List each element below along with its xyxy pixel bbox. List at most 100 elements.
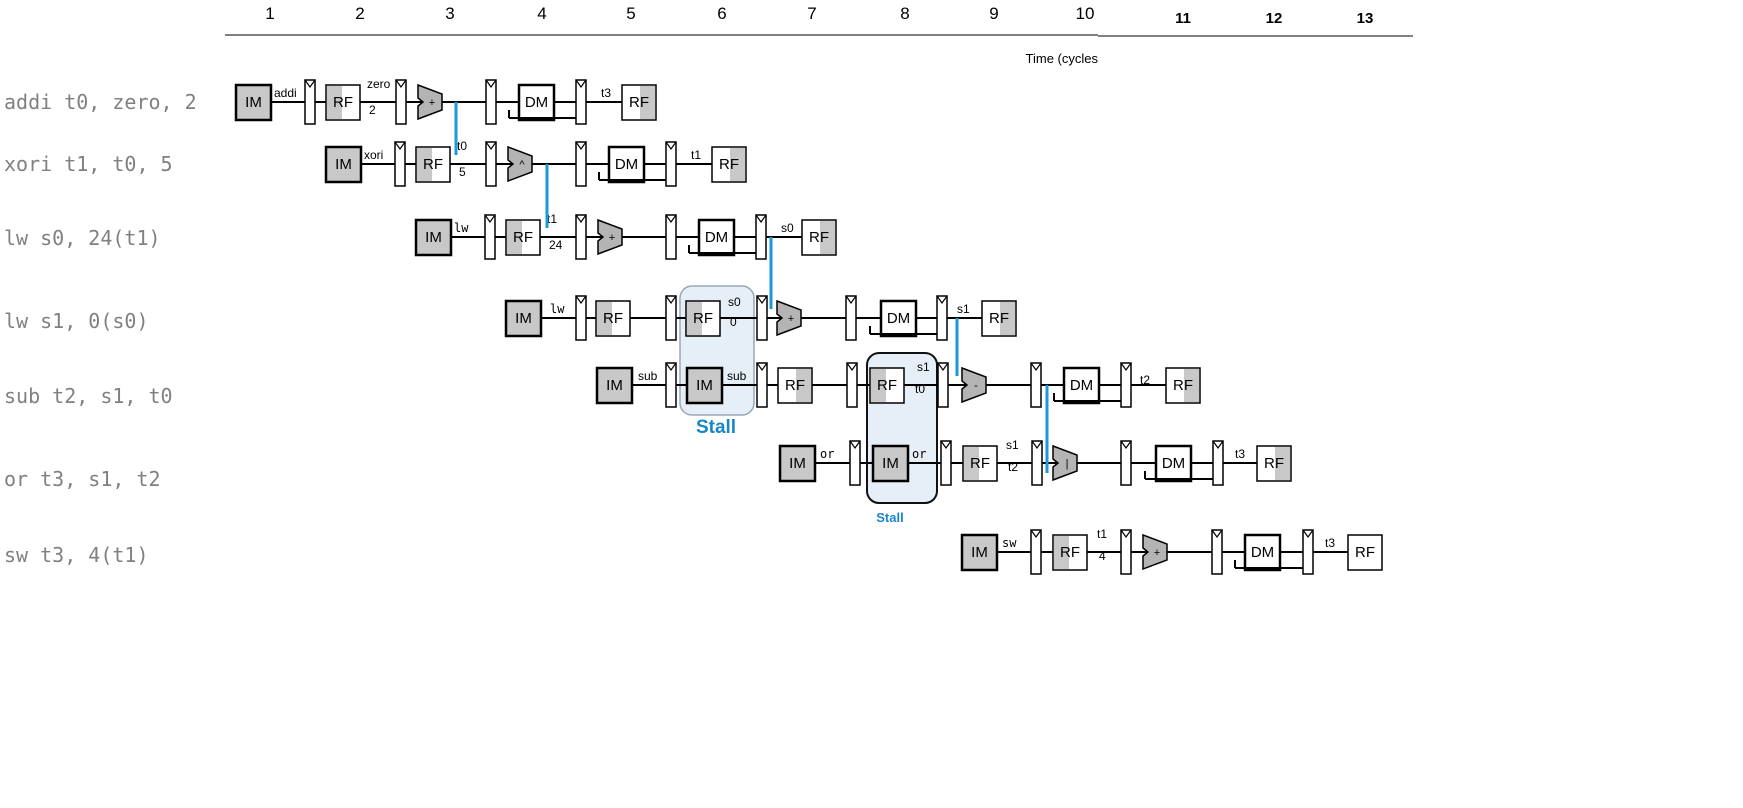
data-memory-label: DM: [525, 94, 548, 111]
instruction-addi: addi t0, zero, 2: [4, 90, 197, 114]
register-file-shade: [871, 369, 886, 402]
pipeline-register: [665, 362, 677, 408]
pipeline-register-clock: [1212, 440, 1224, 450]
register-file-box: [1347, 534, 1383, 571]
operand-label: s1: [917, 360, 930, 374]
register-file-shade: [820, 221, 835, 254]
alu-shape: [507, 145, 533, 183]
pipeline-register-clock: [485, 141, 497, 151]
pipeline-register: [575, 79, 587, 125]
pipeline-register-clock: [665, 141, 677, 151]
data-memory-label: DM: [1251, 544, 1274, 561]
instruction-memory-label: IM: [882, 455, 899, 472]
decode-label: lw: [550, 302, 565, 316]
instruction-memory-label: IM: [789, 455, 806, 472]
pipeline-register-clock: [845, 295, 857, 305]
pipeline-register-clock: [575, 214, 587, 224]
instruction-memory-box: [324, 145, 363, 184]
alu-shape: [597, 218, 623, 256]
pipeline-register: [1031, 440, 1043, 486]
pipeline-register-clock: [575, 79, 587, 89]
register-file-shade: [1000, 302, 1015, 335]
alu-operator: |: [1066, 458, 1069, 470]
alu-operator: ^: [519, 159, 525, 171]
writeback-label: t3: [601, 86, 611, 100]
register-file-label: RF: [809, 229, 829, 246]
pipeline-register-clock: [849, 440, 861, 450]
cycle-number: 10: [1076, 4, 1095, 23]
stall-label: Stall: [876, 510, 903, 525]
data-memory-label: DM: [615, 156, 638, 173]
cycle-number: 2: [355, 4, 364, 23]
pipeline-register: [1212, 440, 1224, 486]
register-file-label: RF: [1173, 377, 1193, 394]
pipeline-register-clock: [575, 141, 587, 151]
pipeline-register-clock: [1030, 529, 1042, 539]
pipeline-register: [665, 295, 677, 341]
pipeline-register: [304, 79, 316, 125]
pipeline-register: [665, 141, 677, 187]
instruction-memory-label: IM: [245, 94, 262, 111]
pipeline-register-clock: [665, 362, 677, 372]
pipeline-register: [846, 362, 858, 408]
instruction-memory-label: IM: [515, 310, 532, 327]
decode-label: sw: [1002, 536, 1017, 550]
cycle-number: 9: [989, 4, 998, 23]
register-file-label: RF: [1264, 455, 1284, 472]
instruction-sub: sub t2, s1, t0: [4, 384, 173, 408]
pipeline-register: [1211, 529, 1223, 575]
instruction-memory-label: IM: [696, 377, 713, 394]
register-file-shade: [964, 447, 979, 480]
writeback-label: t3: [1325, 536, 1335, 550]
cycle-number: 13: [1357, 10, 1374, 27]
decode-label: xori: [364, 148, 383, 162]
register-file-shade: [1275, 447, 1290, 480]
register-file-label: RF: [970, 455, 990, 472]
register-file-shade: [730, 148, 745, 181]
alu-operator: +: [609, 232, 615, 244]
pipeline-register: [394, 141, 406, 187]
cycle-number: 8: [900, 4, 909, 23]
register-file-label: RF: [877, 377, 897, 394]
instruction-lw-s1: lw s1, 0(s0): [4, 309, 149, 333]
register-file-label: RF: [693, 310, 713, 327]
alu-operator: -: [974, 380, 978, 392]
data-memory-label: DM: [1162, 455, 1185, 472]
register-file-label: RF: [603, 310, 623, 327]
writeback-label: t3: [1235, 447, 1245, 461]
operand-label: 24: [549, 238, 563, 252]
decode-label: or: [912, 447, 926, 461]
instruction-sw: sw t3, 4(t1): [4, 543, 149, 567]
writeback-label: t2: [1140, 373, 1150, 387]
pipeline-register-clock: [1211, 529, 1223, 539]
pipeline-register: [1120, 362, 1132, 408]
register-file-label: RF: [1355, 544, 1375, 561]
pipeline-register: [485, 79, 497, 125]
pipeline-register-clock: [1031, 440, 1043, 450]
operand-label: t2: [1008, 460, 1018, 474]
data-memory-box: [607, 145, 646, 184]
operand-label: 0: [730, 315, 737, 329]
data-memory-box: [1062, 366, 1101, 405]
operand-label: 2: [369, 103, 376, 117]
alu-operator: +: [1154, 547, 1160, 559]
decode-label: or: [820, 447, 834, 461]
stall-label: Stall: [696, 417, 736, 438]
instruction-memory-box: [234, 83, 273, 122]
operand-label: s1: [1006, 438, 1019, 452]
pipeline-register: [1030, 362, 1042, 408]
operand-label: t0: [915, 382, 925, 396]
pipeline-register: [485, 141, 497, 187]
cycle-number: 7: [807, 4, 816, 23]
pipeline-register: [845, 295, 857, 341]
pipeline-register: [395, 79, 407, 125]
register-file-label: RF: [989, 310, 1009, 327]
data-memory-label: DM: [705, 229, 728, 246]
pipeline-register: [1120, 529, 1132, 575]
register-file-label: RF: [1060, 544, 1080, 561]
register-file-label: RF: [423, 156, 443, 173]
pipeline-register: [940, 440, 952, 486]
time-axis-label: Time (cycles: [1026, 51, 1099, 66]
pipeline-register-clock: [937, 362, 949, 372]
